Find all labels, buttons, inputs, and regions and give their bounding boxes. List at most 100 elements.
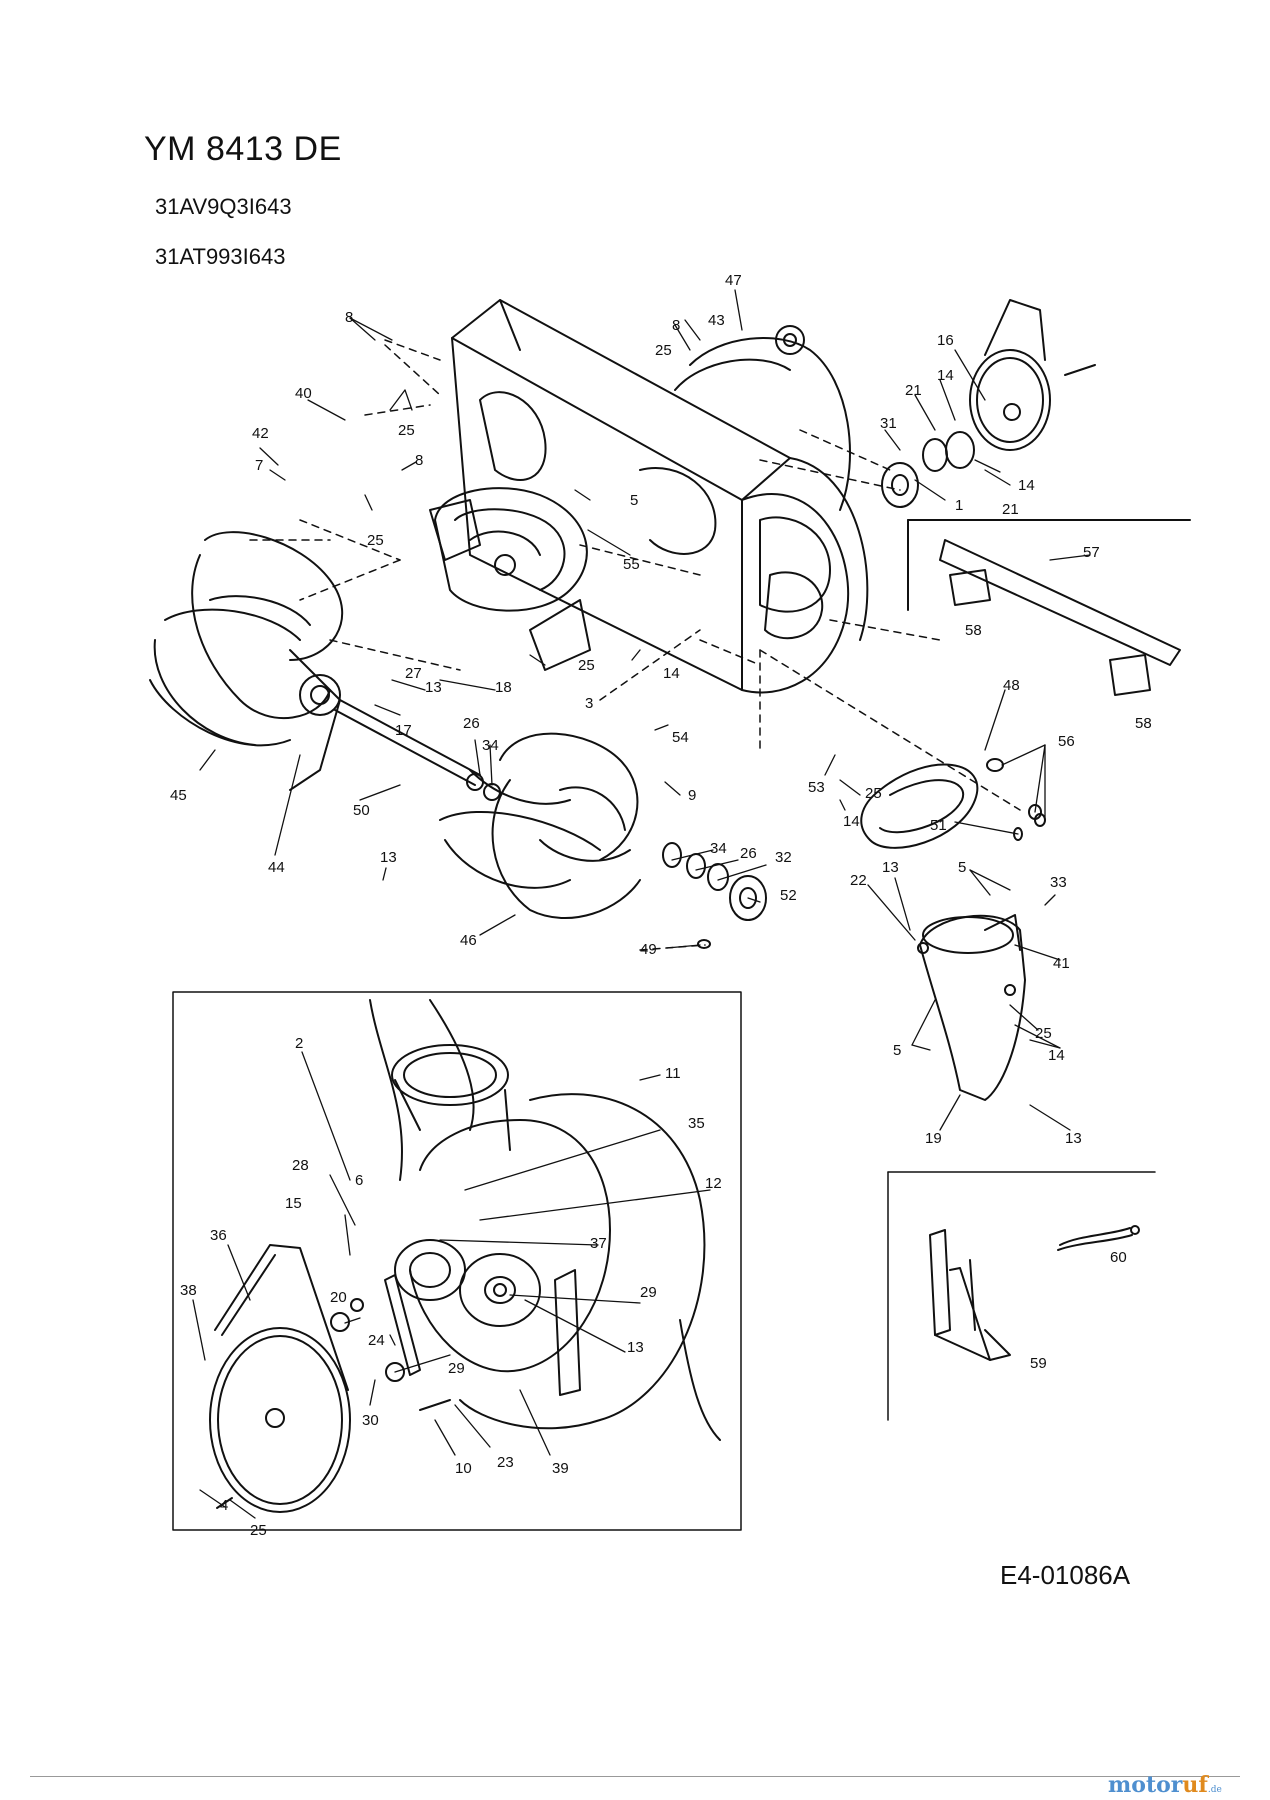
logo-part-1: motor <box>1108 1772 1183 1798</box>
c-30: 30 <box>362 1412 379 1429</box>
skid-bar-box <box>907 519 1191 696</box>
part-code-1: 31AV9Q3I643 <box>155 194 292 219</box>
c-36: 36 <box>210 1227 227 1244</box>
c-15: 15 <box>285 1195 302 1212</box>
c-21b: 21 <box>1002 501 1019 518</box>
c-48: 48 <box>1003 677 1020 694</box>
c-42: 42 <box>252 425 269 442</box>
c-51: 51 <box>930 817 947 834</box>
part-code-2: 31AT993I643 <box>155 244 286 269</box>
c-13d: 13 <box>1065 1130 1082 1147</box>
c-45: 45 <box>170 787 187 804</box>
c-21a: 21 <box>905 382 922 399</box>
auger-housing <box>451 299 869 694</box>
c-50: 50 <box>353 802 370 819</box>
c-55: 55 <box>623 556 640 573</box>
c-49: 49 <box>640 941 657 958</box>
c-57: 57 <box>1083 544 1100 561</box>
c-39: 39 <box>552 1460 569 1477</box>
c-19: 19 <box>925 1130 942 1147</box>
c-37: 37 <box>590 1235 607 1252</box>
c-10: 10 <box>455 1460 472 1477</box>
c-14b: 14 <box>1018 477 1035 494</box>
c-8a: 8 <box>345 309 353 326</box>
c-44: 44 <box>268 859 285 876</box>
discharge-chute <box>917 914 1026 1101</box>
c-34b: 34 <box>710 840 727 857</box>
footer-divider <box>30 1776 1240 1777</box>
c-25c: 25 <box>655 342 672 359</box>
logo-suffix: .de <box>1207 1785 1222 1795</box>
c-28: 28 <box>292 1157 309 1174</box>
c-59: 59 <box>1030 1355 1047 1372</box>
c-58b: 58 <box>1135 715 1152 732</box>
inset-gearbox-detail <box>369 999 721 1441</box>
c-22: 22 <box>850 872 867 889</box>
c-56: 56 <box>1058 733 1075 750</box>
c-13a: 13 <box>425 679 442 696</box>
c-5a: 5 <box>630 492 638 509</box>
c-14d: 14 <box>843 813 860 830</box>
c-47: 47 <box>725 272 742 289</box>
c-16: 16 <box>937 332 954 349</box>
c-40: 40 <box>295 385 312 402</box>
c-18: 18 <box>495 679 512 696</box>
c-54: 54 <box>672 729 689 746</box>
c-53: 53 <box>808 779 825 796</box>
c-20: 20 <box>330 1289 347 1306</box>
c-25a: 25 <box>398 422 415 439</box>
model-title: YM 8413 DE <box>144 130 342 168</box>
c-12: 12 <box>705 1175 722 1192</box>
c-11: 11 <box>665 1065 681 1082</box>
c-35: 35 <box>688 1115 705 1132</box>
c-9: 9 <box>688 787 696 804</box>
c-25b: 25 <box>367 532 384 549</box>
c-5c: 5 <box>893 1042 901 1059</box>
logo-part-2: uf <box>1182 1772 1208 1798</box>
c-14e: 14 <box>1048 1047 1065 1064</box>
c-6: 6 <box>355 1172 363 1189</box>
c-26a: 26 <box>463 715 480 732</box>
c-33: 33 <box>1050 874 1067 891</box>
c-27: 27 <box>405 665 422 682</box>
c-34a: 34 <box>482 737 499 754</box>
impeller-housing-drum <box>674 325 851 511</box>
document-number: E4-01086A <box>1000 1560 1131 1590</box>
c-3: 3 <box>585 695 593 712</box>
c-52: 52 <box>780 887 797 904</box>
c-25f: 25 <box>1035 1025 1052 1042</box>
c-24: 24 <box>368 1332 385 1349</box>
c-58a: 58 <box>965 622 982 639</box>
c-8b: 8 <box>415 452 423 469</box>
motoruf-logo[interactable]: motoruf.de <box>1108 1772 1222 1798</box>
c-8c: 8 <box>672 317 680 334</box>
c-26b: 26 <box>740 845 757 862</box>
c-43: 43 <box>708 312 725 329</box>
c-14a: 14 <box>937 367 954 384</box>
c-14c: 14 <box>663 665 680 682</box>
callout-labels: 8 40 42 7 25 8 25 47 8 43 25 5 55 16 14 … <box>170 272 1152 1539</box>
c-23: 23 <box>497 1454 514 1471</box>
c-31: 31 <box>880 415 897 432</box>
c-1: 1 <box>955 497 963 514</box>
c-46: 46 <box>460 932 477 949</box>
right-auger <box>439 732 641 919</box>
shear-pin-kit <box>929 1225 1140 1361</box>
c-13e: 13 <box>627 1339 644 1356</box>
c-60: 60 <box>1110 1249 1127 1266</box>
c-4: 4 <box>220 1497 228 1514</box>
c-25d: 25 <box>578 657 595 674</box>
c-17: 17 <box>395 722 412 739</box>
c-29b: 29 <box>448 1360 465 1377</box>
c-41: 41 <box>1053 955 1070 972</box>
c-13b: 13 <box>380 849 397 866</box>
inset-drive-pulley <box>209 1244 451 1513</box>
c-25g: 25 <box>250 1522 267 1539</box>
left-auger <box>149 531 344 791</box>
c-5b: 5 <box>958 859 966 876</box>
c-7: 7 <box>255 457 263 474</box>
c-13c: 13 <box>882 859 899 876</box>
inset-frame <box>172 991 742 1531</box>
c-29a: 29 <box>640 1284 657 1301</box>
